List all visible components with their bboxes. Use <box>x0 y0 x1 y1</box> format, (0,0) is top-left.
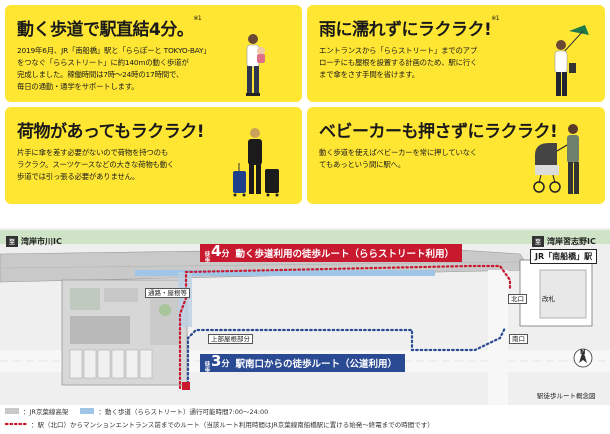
label-route-concept: 駅徒歩ルート概念図 <box>537 392 596 400</box>
route-dotted-blue <box>186 326 507 390</box>
feature-card-rain-free: 雨に濡れずにラクラク!※1 エントランスから「ららストリート」までのアプ ローチ… <box>307 5 605 102</box>
feature-card-luggage: 荷物があってもラクラク! 片手に傘を差す必要がないので荷物を持つのも ラクラク。… <box>5 107 302 204</box>
route-dotted-red <box>178 264 512 390</box>
card-body: 片手に傘を差す必要がないので荷物を持つのも ラクラク。スーツケースなどの大きな荷… <box>17 148 175 181</box>
legend-row-1: ：JR京葉線高架 ：動く歩道（ららストリート）通行可能時間7:00～24:00 <box>5 406 268 416</box>
label-upper-roof: 上部屋根部分 <box>208 333 253 344</box>
person-with-baby-illustration <box>246 34 265 96</box>
site-access-map <box>0 228 610 405</box>
label-south-exit: 南口 <box>509 333 528 344</box>
card-body: 動く歩道を使えばベビーカーを常に押していなく てもあっという間に駅へ。 <box>319 148 477 169</box>
north-arrow <box>573 348 593 368</box>
moving-walkway <box>135 270 435 276</box>
card-body: 2019年6月、JR「南船橋」駅と「ららぽーと TOKYO-BAY」 をつなぐ「… <box>17 46 211 91</box>
legend-swatch-track <box>5 408 19 414</box>
person-with-suitcase-illustration <box>233 128 279 197</box>
legend-swatch-walkway <box>80 408 95 414</box>
station-name-box: JR「南船橋」駅 <box>530 249 598 264</box>
card-title: 動く歩道で駅直結4分。※1 <box>17 15 202 40</box>
north-label: N <box>580 348 586 356</box>
direction-right: 至湾岸習志野IC <box>532 236 596 247</box>
card-body: エントランスから「ららストリート」までのアプ ローチにも屋根を設置する計画のため… <box>319 46 478 79</box>
card-title: 荷物があってもラクラク! <box>17 122 205 142</box>
feature-card-stroller: ベビーカーも押さずにラクラク! 動く歩道を使えばベビーカーを常に押していなく て… <box>307 107 605 204</box>
person-with-stroller-illustration <box>533 124 579 194</box>
label-passage-roof: 通路・屋根等 <box>145 287 190 298</box>
legend-row-2: ：駅（北口）からマンションエントランス前までのルート（当該ルート利用時間はJR京… <box>5 419 434 429</box>
direction-left: 至湾岸市川IC <box>6 236 62 247</box>
label-ticket-gate: 改札 <box>542 295 555 303</box>
legend-dots-red <box>5 422 27 426</box>
label-north-exit: 北口 <box>508 293 527 304</box>
card-title: 雨に濡れずにラクラク!※1 <box>319 15 500 40</box>
card-title: ベビーカーも押さずにラクラク! <box>319 122 558 142</box>
person-with-umbrella-illustration <box>554 25 589 96</box>
feature-card-moving-walkway: 動く歩道で駅直結4分。※1 2019年6月、JR「南船橋」駅と「ららぽーと TO… <box>5 5 302 102</box>
